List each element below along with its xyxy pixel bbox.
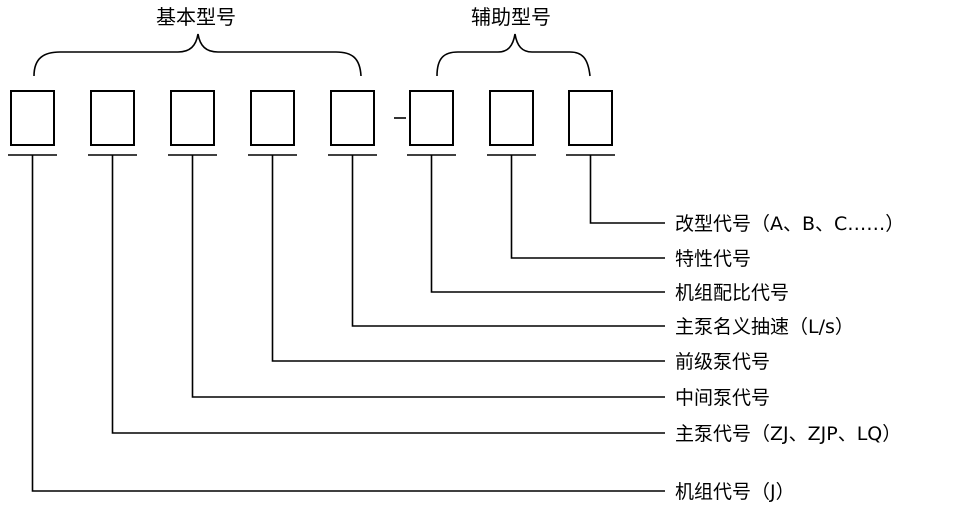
code-label: 机组配比代号	[675, 282, 789, 304]
code-box-1	[10, 90, 55, 146]
code-box-3	[170, 90, 215, 146]
code-box-2	[90, 90, 135, 146]
leader-line	[271, 155, 665, 362]
code-label: 中间泵代号	[675, 387, 770, 409]
leader-line	[31, 155, 665, 492]
code-label: 主泵代号（ZJ、ZJP、LQ）	[675, 423, 901, 445]
leader-line	[510, 155, 665, 259]
code-box-6	[409, 90, 454, 146]
code-label: 特性代号	[675, 248, 751, 270]
leader-line	[111, 155, 665, 434]
code-box-7	[489, 90, 534, 146]
code-box-8	[568, 90, 613, 146]
code-box-4	[250, 90, 295, 146]
basic-model-brace	[33, 33, 362, 77]
leader-line	[191, 155, 665, 398]
auxiliary-model-title: 辅助型号	[471, 5, 551, 29]
code-label: 主泵名义抽速（L/s）	[675, 316, 854, 338]
code-label: 改型代号（A、B、C……）	[675, 213, 904, 235]
code-label: 机组代号（J）	[675, 481, 795, 503]
leader-line	[589, 155, 665, 224]
code-box-5	[330, 90, 375, 146]
leader-line	[351, 155, 665, 327]
auxiliary-model-brace	[436, 33, 591, 77]
leader-line	[430, 155, 665, 293]
basic-model-title: 基本型号	[156, 5, 236, 29]
code-label: 前级泵代号	[675, 351, 770, 373]
